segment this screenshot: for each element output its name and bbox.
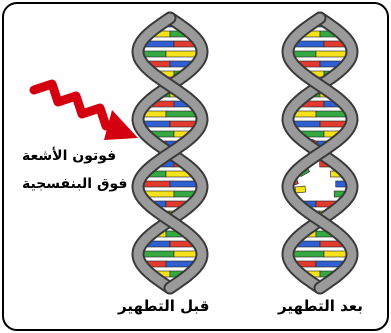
- base-pair: [139, 121, 201, 127]
- base-pair: [289, 121, 351, 127]
- before-disinfection-label: قبل التطهير: [118, 297, 209, 315]
- after-disinfection-label: بعد التطهير: [278, 297, 363, 315]
- uv-photon-label-line2: فوق البنفسجية: [22, 176, 127, 192]
- base-pair: [289, 111, 351, 117]
- base-pair: [288, 251, 352, 257]
- base-pair: [139, 111, 201, 117]
- base-pair: [138, 51, 202, 57]
- base-pair: [288, 51, 352, 57]
- uv-photon-label-line1: فوتون الأشعة: [22, 148, 116, 164]
- base-pair: [138, 181, 201, 187]
- base-pair: [138, 251, 202, 257]
